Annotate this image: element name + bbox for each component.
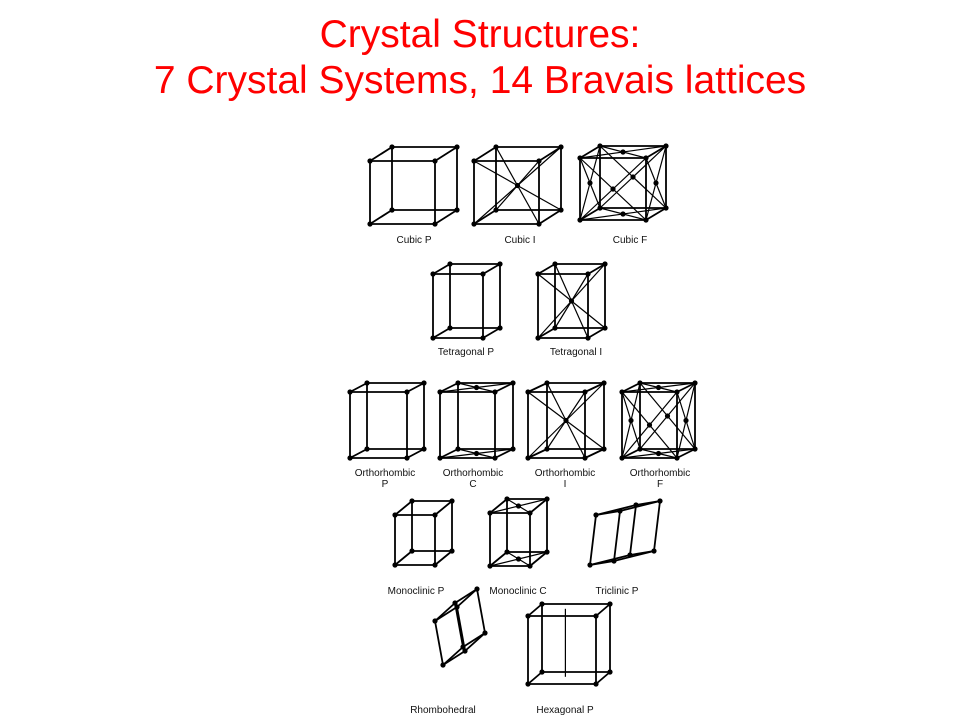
svg-text:Cubic F: Cubic F — [613, 235, 647, 246]
lattice-monoclinic-p: Monoclinic P — [388, 498, 455, 597]
svg-text:Cubic I: Cubic I — [504, 235, 535, 246]
lattice-cubic-f: Cubic F — [577, 143, 669, 246]
lattice-tetragonal-i: Tetragonal I — [535, 261, 608, 358]
title-line-1: Crystal Structures: — [319, 13, 641, 56]
label-monoclinic-c: Monoclinic C — [489, 586, 546, 597]
slide-title: Crystal Structures: 7 Crystal Systems, 1… — [0, 12, 960, 104]
label-triclinic-p: Triclinic P — [596, 586, 639, 597]
lattice-hexagonal-p: Hexagonal P — [525, 601, 613, 716]
svg-text:I: I — [564, 479, 567, 490]
label-cubic-p: Cubic P — [396, 235, 431, 246]
title-line-2: 7 Crystal Systems, 14 Bravais lattices — [153, 59, 807, 102]
svg-text:Rhombohedral: Rhombohedral — [410, 705, 476, 716]
svg-text:Triclinic P: Triclinic P — [596, 586, 639, 597]
svg-text:C: C — [469, 479, 476, 490]
lattice-rhombohedral: Rhombohedral — [410, 586, 488, 716]
label-tetragonal-i: Tetragonal I — [550, 347, 602, 358]
svg-text:Orthorhombic: Orthorhombic — [443, 468, 504, 479]
svg-text:Orthorhombic: Orthorhombic — [630, 468, 691, 479]
label-hexagonal-p: Hexagonal P — [536, 705, 594, 716]
lattice-monoclinic-c: Monoclinic C — [487, 496, 550, 597]
svg-text:Monoclinic C: Monoclinic C — [489, 586, 546, 597]
label-cubic-i: Cubic I — [504, 235, 535, 246]
svg-text:Orthorhombic: Orthorhombic — [535, 468, 596, 479]
lattice-cubic-i: Cubic I — [471, 144, 564, 246]
svg-text:Cubic P: Cubic P — [396, 235, 431, 246]
svg-text:Tetragonal P: Tetragonal P — [438, 347, 494, 358]
svg-text:Monoclinic P: Monoclinic P — [388, 586, 445, 597]
label-monoclinic-p: Monoclinic P — [388, 586, 445, 597]
svg-text:Hexagonal P: Hexagonal P — [536, 705, 594, 716]
label-tetragonal-p: Tetragonal P — [438, 347, 494, 358]
lattice-tetragonal-p: Tetragonal P — [430, 261, 503, 358]
svg-text:F: F — [657, 479, 663, 490]
label-rhombohedral: Rhombohedral — [410, 705, 476, 716]
svg-text:Orthorhombic: Orthorhombic — [355, 468, 416, 479]
lattice-cubic-p: Cubic P — [367, 144, 460, 246]
svg-text:P: P — [382, 479, 389, 490]
lattice-triclinic-p: Triclinic P — [587, 498, 663, 597]
svg-text:Tetragonal I: Tetragonal I — [550, 347, 602, 358]
label-cubic-f: Cubic F — [613, 235, 647, 246]
